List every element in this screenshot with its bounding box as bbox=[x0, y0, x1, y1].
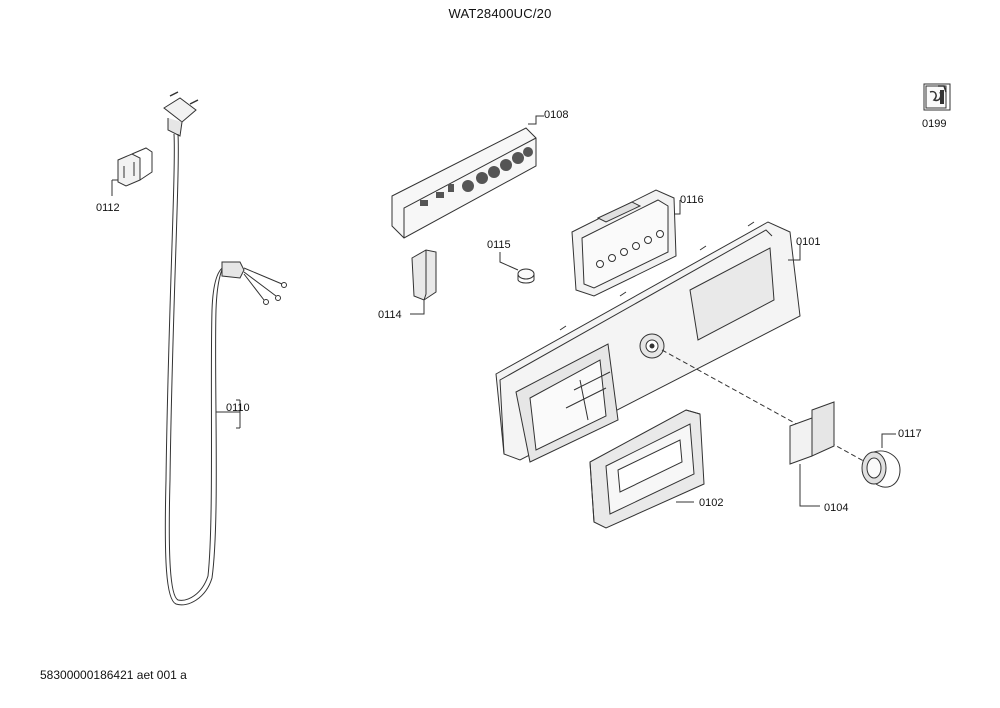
model-title: WAT28400UC/20 bbox=[448, 6, 552, 21]
label-sticker-drawing bbox=[789, 401, 835, 465]
control-board-drawing bbox=[391, 127, 537, 239]
part-label-0115: 0115 bbox=[487, 239, 511, 251]
part-label-0102: 0102 bbox=[699, 497, 724, 509]
part-label-0116: 0116 bbox=[680, 194, 704, 206]
display-frame-drawing bbox=[571, 189, 677, 297]
cable-clip-drawing bbox=[117, 147, 153, 187]
part-label-0101: 0101 bbox=[796, 236, 821, 248]
part-label-0110: 0110 bbox=[226, 402, 250, 414]
part-label-0112: 0112 bbox=[96, 202, 120, 214]
wrench-manual-icon bbox=[923, 83, 951, 111]
document-code: 58300000186421 aet 001 a bbox=[40, 668, 187, 682]
part-label-0199: 0199 bbox=[922, 118, 947, 130]
part-label-0114: 0114 bbox=[378, 309, 402, 321]
leader-lines bbox=[111, 115, 896, 507]
button-drawing bbox=[517, 268, 535, 284]
part-label-0104: 0104 bbox=[824, 502, 849, 514]
assembly-axis-line bbox=[661, 349, 881, 471]
dispenser-handle-drawing bbox=[589, 409, 705, 529]
part-label-0117: 0117 bbox=[898, 428, 922, 440]
light-guide-drawing bbox=[411, 249, 437, 301]
program-knob-drawing bbox=[861, 450, 901, 488]
front-panel-drawing bbox=[495, 221, 801, 463]
part-label-0108: 0108 bbox=[544, 109, 569, 121]
power-cord-drawing bbox=[163, 91, 287, 606]
